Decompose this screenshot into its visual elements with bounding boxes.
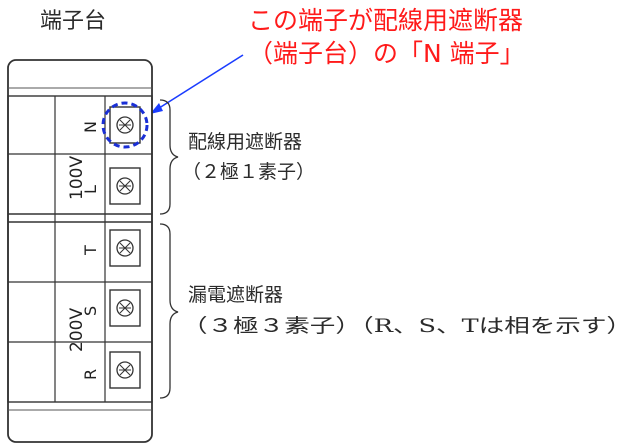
callout-line1: この端子が配線用遮断器 [248, 6, 523, 35]
terminal-letter-n: N [81, 121, 100, 133]
terminal-letter-l: L [81, 185, 100, 194]
callout-line2: （端子台）の「N 端子」 [248, 39, 525, 68]
voltage-label-100v: 100V [67, 156, 87, 200]
bracket-100v [159, 99, 179, 215]
terminal-s [109, 289, 141, 327]
terminal-letter-s: S [81, 306, 100, 316]
terminal-l [109, 167, 141, 205]
terminal-letter-r: R [81, 369, 100, 380]
bracket-200v [159, 223, 179, 399]
voltage-label-200v: 200V [67, 308, 87, 352]
group-detail-earth-leakage: （３極３素子）（R、S、Tは相を示す） [182, 315, 632, 337]
terminal-n [109, 106, 141, 144]
callout-arrow-head [150, 103, 163, 114]
terminal-t [109, 229, 141, 267]
terminal-r [109, 351, 141, 389]
group-detail-breaker: （２極１素子） [182, 161, 315, 183]
group-name-breaker: 配線用遮断器 [188, 131, 302, 153]
callout-arrow-line [155, 54, 244, 111]
terminal-block-frame [7, 95, 153, 403]
block-title: 端子台 [40, 9, 106, 34]
terminal-letter-t: T [81, 245, 100, 256]
group-name-earth-leakage: 漏電遮断器 [188, 284, 283, 306]
n-terminal-highlight [101, 101, 149, 149]
